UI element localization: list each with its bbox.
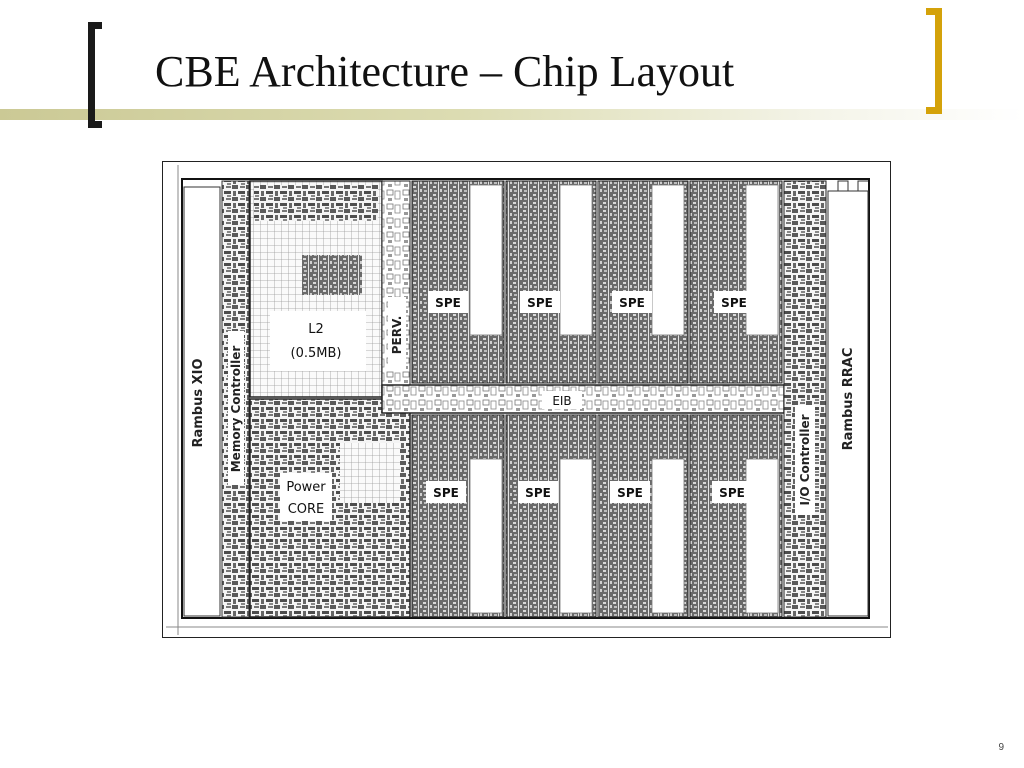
l2-center-logic: [302, 255, 362, 295]
eib-bus-block: [381, 384, 785, 414]
left-bracket-decoration: [88, 22, 102, 128]
spe-label: SPE: [525, 486, 551, 500]
page-number: 9: [998, 742, 1004, 753]
l2-label: L2: [308, 322, 324, 337]
power-label: Power: [286, 480, 326, 495]
rambus-xio-label: Rambus XIO: [191, 358, 206, 447]
l2-size-label: (0.5MB): [291, 346, 342, 361]
eib-label-bg: [542, 391, 582, 409]
spe-label-bg: [610, 481, 650, 503]
spe-block: SPE: [597, 180, 689, 384]
l2-top-logic: [254, 185, 378, 221]
rrac-notch: [828, 180, 868, 192]
spe-label-bg: [712, 481, 752, 503]
spe-label-bg: [518, 481, 558, 503]
rambus-xio-block: [183, 186, 221, 617]
chip-layout-diagram: Rambus XIO Memory Controller L2 (0.5MB) …: [162, 161, 892, 644]
perv-label: PERV.: [390, 316, 404, 355]
slide-title: CBE Architecture – Chip Layout: [155, 47, 735, 96]
spe-label-bg: [714, 291, 754, 313]
spe-label: SPE: [617, 486, 643, 500]
spe-block: SPE: [689, 180, 783, 384]
io-controller-label: I/O Controller: [798, 414, 812, 505]
spe-label-bg: [520, 291, 560, 313]
power-core-label-bg: [280, 473, 332, 521]
core-label: CORE: [288, 502, 325, 517]
spe-top-row: SPE SPE SPE SPE: [411, 180, 783, 384]
memory-controller-label: Memory Controller: [229, 346, 243, 473]
spe-label-bg: [612, 291, 652, 313]
l2-label-bg: [270, 311, 366, 371]
io-controller-label-bg: [795, 405, 815, 515]
spe-block: SPE: [689, 414, 783, 618]
spe-bottom-row: SPE SPE SPE SPE: [411, 414, 783, 618]
rambus-rrac-label: Rambus RRAC: [841, 348, 856, 451]
spe-label: SPE: [619, 296, 645, 310]
spe-block: SPE: [505, 414, 597, 618]
io-controller-block: [783, 180, 827, 618]
chip-layout-svg: Rambus XIO Memory Controller L2 (0.5MB) …: [162, 161, 891, 638]
spe-block: SPE: [411, 180, 505, 384]
spe-label: SPE: [719, 486, 745, 500]
eib-label: EIB: [552, 394, 571, 408]
power-core-cache-grid: [340, 443, 400, 503]
spe-label-bg: [428, 291, 468, 313]
title-underline-band: [0, 109, 1024, 120]
spe-label: SPE: [435, 296, 461, 310]
right-bracket-decoration: [926, 8, 942, 114]
perv-label-bg: [388, 297, 406, 371]
spe-block: SPE: [411, 414, 505, 618]
memory-controller-label-bg: [228, 331, 244, 485]
spe-block: SPE: [597, 414, 689, 618]
rambus-rrac-block: [827, 190, 869, 617]
spe-label: SPE: [433, 486, 459, 500]
spe-label: SPE: [527, 296, 553, 310]
spe-label: SPE: [721, 296, 747, 310]
spe-block: SPE: [505, 180, 597, 384]
spe-label-bg: [426, 481, 466, 503]
